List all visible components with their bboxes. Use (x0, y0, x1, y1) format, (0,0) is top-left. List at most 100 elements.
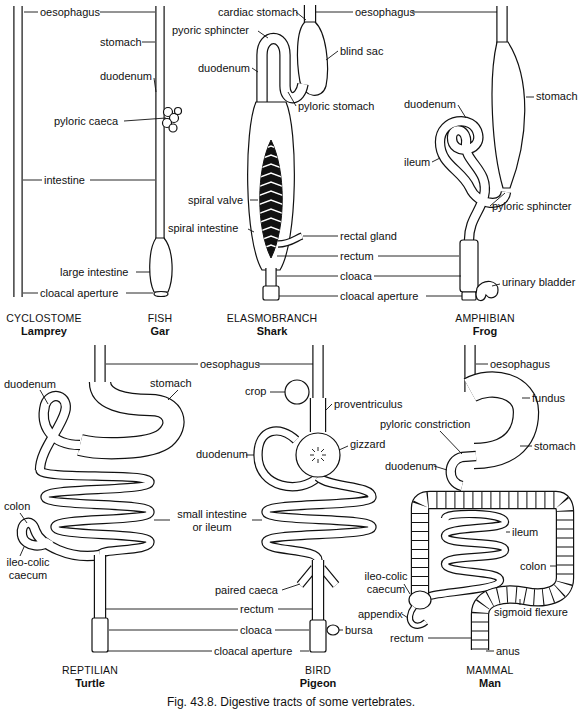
part-label: bursa (345, 624, 373, 637)
class-label: REPTILIAN (62, 664, 118, 677)
species-name: Frog (473, 325, 497, 338)
shark-gut (262, 39, 303, 105)
pigeon-gut (266, 477, 372, 560)
part-label: cloacal aperture (40, 287, 118, 300)
class-label: MAMMAL (466, 664, 513, 677)
species-name: Gar (151, 325, 170, 338)
part-label: rectal gland (340, 230, 397, 243)
part-label: stomach (534, 440, 576, 453)
turtle-gut (92, 618, 108, 652)
frog-gut (476, 281, 498, 300)
part-label: spiral intestine (168, 222, 238, 235)
frog-gut (492, 42, 525, 188)
shark-gut (305, 5, 315, 24)
human-gut (409, 345, 565, 650)
part-label: urinary bladder (502, 276, 575, 289)
turtle-gut (80, 382, 173, 448)
figure-caption: Fig. 43.8. Digestive tracts of some vert… (167, 695, 415, 709)
part-label: rectum (390, 632, 424, 645)
part-label: intestine (44, 174, 85, 187)
class-label: AMPHIBIAN (455, 312, 515, 325)
part-label: ileum (512, 526, 538, 539)
part-label: appendix (358, 608, 403, 621)
part-label: pyoric sphincter (172, 24, 249, 37)
class-label: FISH (148, 312, 173, 325)
class-label: BIRD (305, 664, 331, 677)
class-label: ELASMOBRANCH (227, 312, 318, 325)
species-name: Turtle (75, 677, 105, 690)
part-label: fundus (532, 392, 565, 405)
part-label: cloaca (240, 624, 272, 637)
frog-gut (496, 6, 507, 45)
turtle-gut (40, 396, 80, 470)
pigeon-gut (314, 345, 323, 400)
species-name: Shark (257, 325, 288, 338)
part-label: rectum (240, 603, 274, 616)
part-label: ileum (404, 156, 430, 169)
pigeon-gut (327, 625, 339, 635)
frog-gut (460, 240, 478, 292)
shark-gut (304, 5, 316, 24)
part-label: ileo-colic caecum (2, 556, 54, 582)
human-gut (410, 607, 426, 626)
turtle-gut (40, 470, 150, 555)
lamprey-gut (13, 6, 22, 297)
turtle-gut (40, 396, 80, 470)
gar-gut (169, 124, 177, 132)
gar-gut (150, 238, 172, 292)
lamprey-gut (15, 6, 22, 297)
pigeon-gut (285, 380, 309, 404)
leader-line (20, 12, 557, 651)
turtle-gut (96, 345, 105, 382)
part-label: gizzard (350, 438, 385, 451)
class-label: CYCLOSTOME (6, 312, 81, 325)
part-label: large intestine (60, 266, 129, 279)
part-label: proventriculus (334, 398, 402, 411)
frog-gut (498, 6, 507, 45)
part-label: pyloric constriction (380, 418, 470, 431)
frog-gut (440, 121, 506, 240)
part-label: ileo-colic caecum (360, 570, 412, 596)
human-gut (430, 514, 505, 596)
human-gut (451, 456, 476, 486)
shark-gut (255, 146, 287, 251)
species-name: Lamprey (21, 325, 67, 338)
part-label: oesophagus (200, 358, 260, 371)
human-gut (420, 500, 565, 650)
part-label: sigmoid flexure (494, 606, 568, 619)
human-gut (430, 514, 505, 596)
part-label: small intestine or ileum (172, 508, 252, 534)
turtle-gut (80, 382, 173, 448)
gar-gut (154, 292, 168, 297)
shark-gut (278, 236, 302, 244)
part-label: blind sac (340, 45, 383, 58)
pigeon-gut (313, 560, 323, 625)
pigeon-gut (312, 345, 323, 400)
part-label: cloacal aperture (340, 290, 418, 303)
gar-gut (150, 6, 182, 297)
turtle-gut (95, 555, 105, 622)
human-gut (451, 456, 476, 486)
part-label: duodenum (404, 98, 456, 111)
part-label: pyloric caeca (54, 115, 118, 128)
pigeon-gut (311, 398, 325, 432)
gar-gut (175, 108, 182, 115)
pigeon-gut (266, 477, 372, 560)
part-label: pyloric stomach (298, 100, 374, 113)
turtle-gut (22, 523, 100, 556)
part-label: oesophagus (490, 358, 550, 371)
part-label: oesophagus (40, 6, 100, 19)
pigeon-gut (296, 433, 340, 477)
part-label: duodenum (4, 378, 56, 391)
pigeon-gut (310, 620, 326, 652)
part-label: spiral valve (188, 194, 243, 207)
pigeon-gut (258, 345, 372, 652)
shark-gut (263, 286, 279, 300)
turtle-gut (22, 523, 100, 556)
turtle-gut (94, 555, 106, 622)
part-label: pyloric sphincter (492, 200, 571, 213)
species-name: Man (479, 677, 501, 690)
part-label: cardiac stomach (218, 6, 298, 19)
part-label: rectum (340, 250, 374, 263)
part-label: colon (520, 560, 546, 573)
